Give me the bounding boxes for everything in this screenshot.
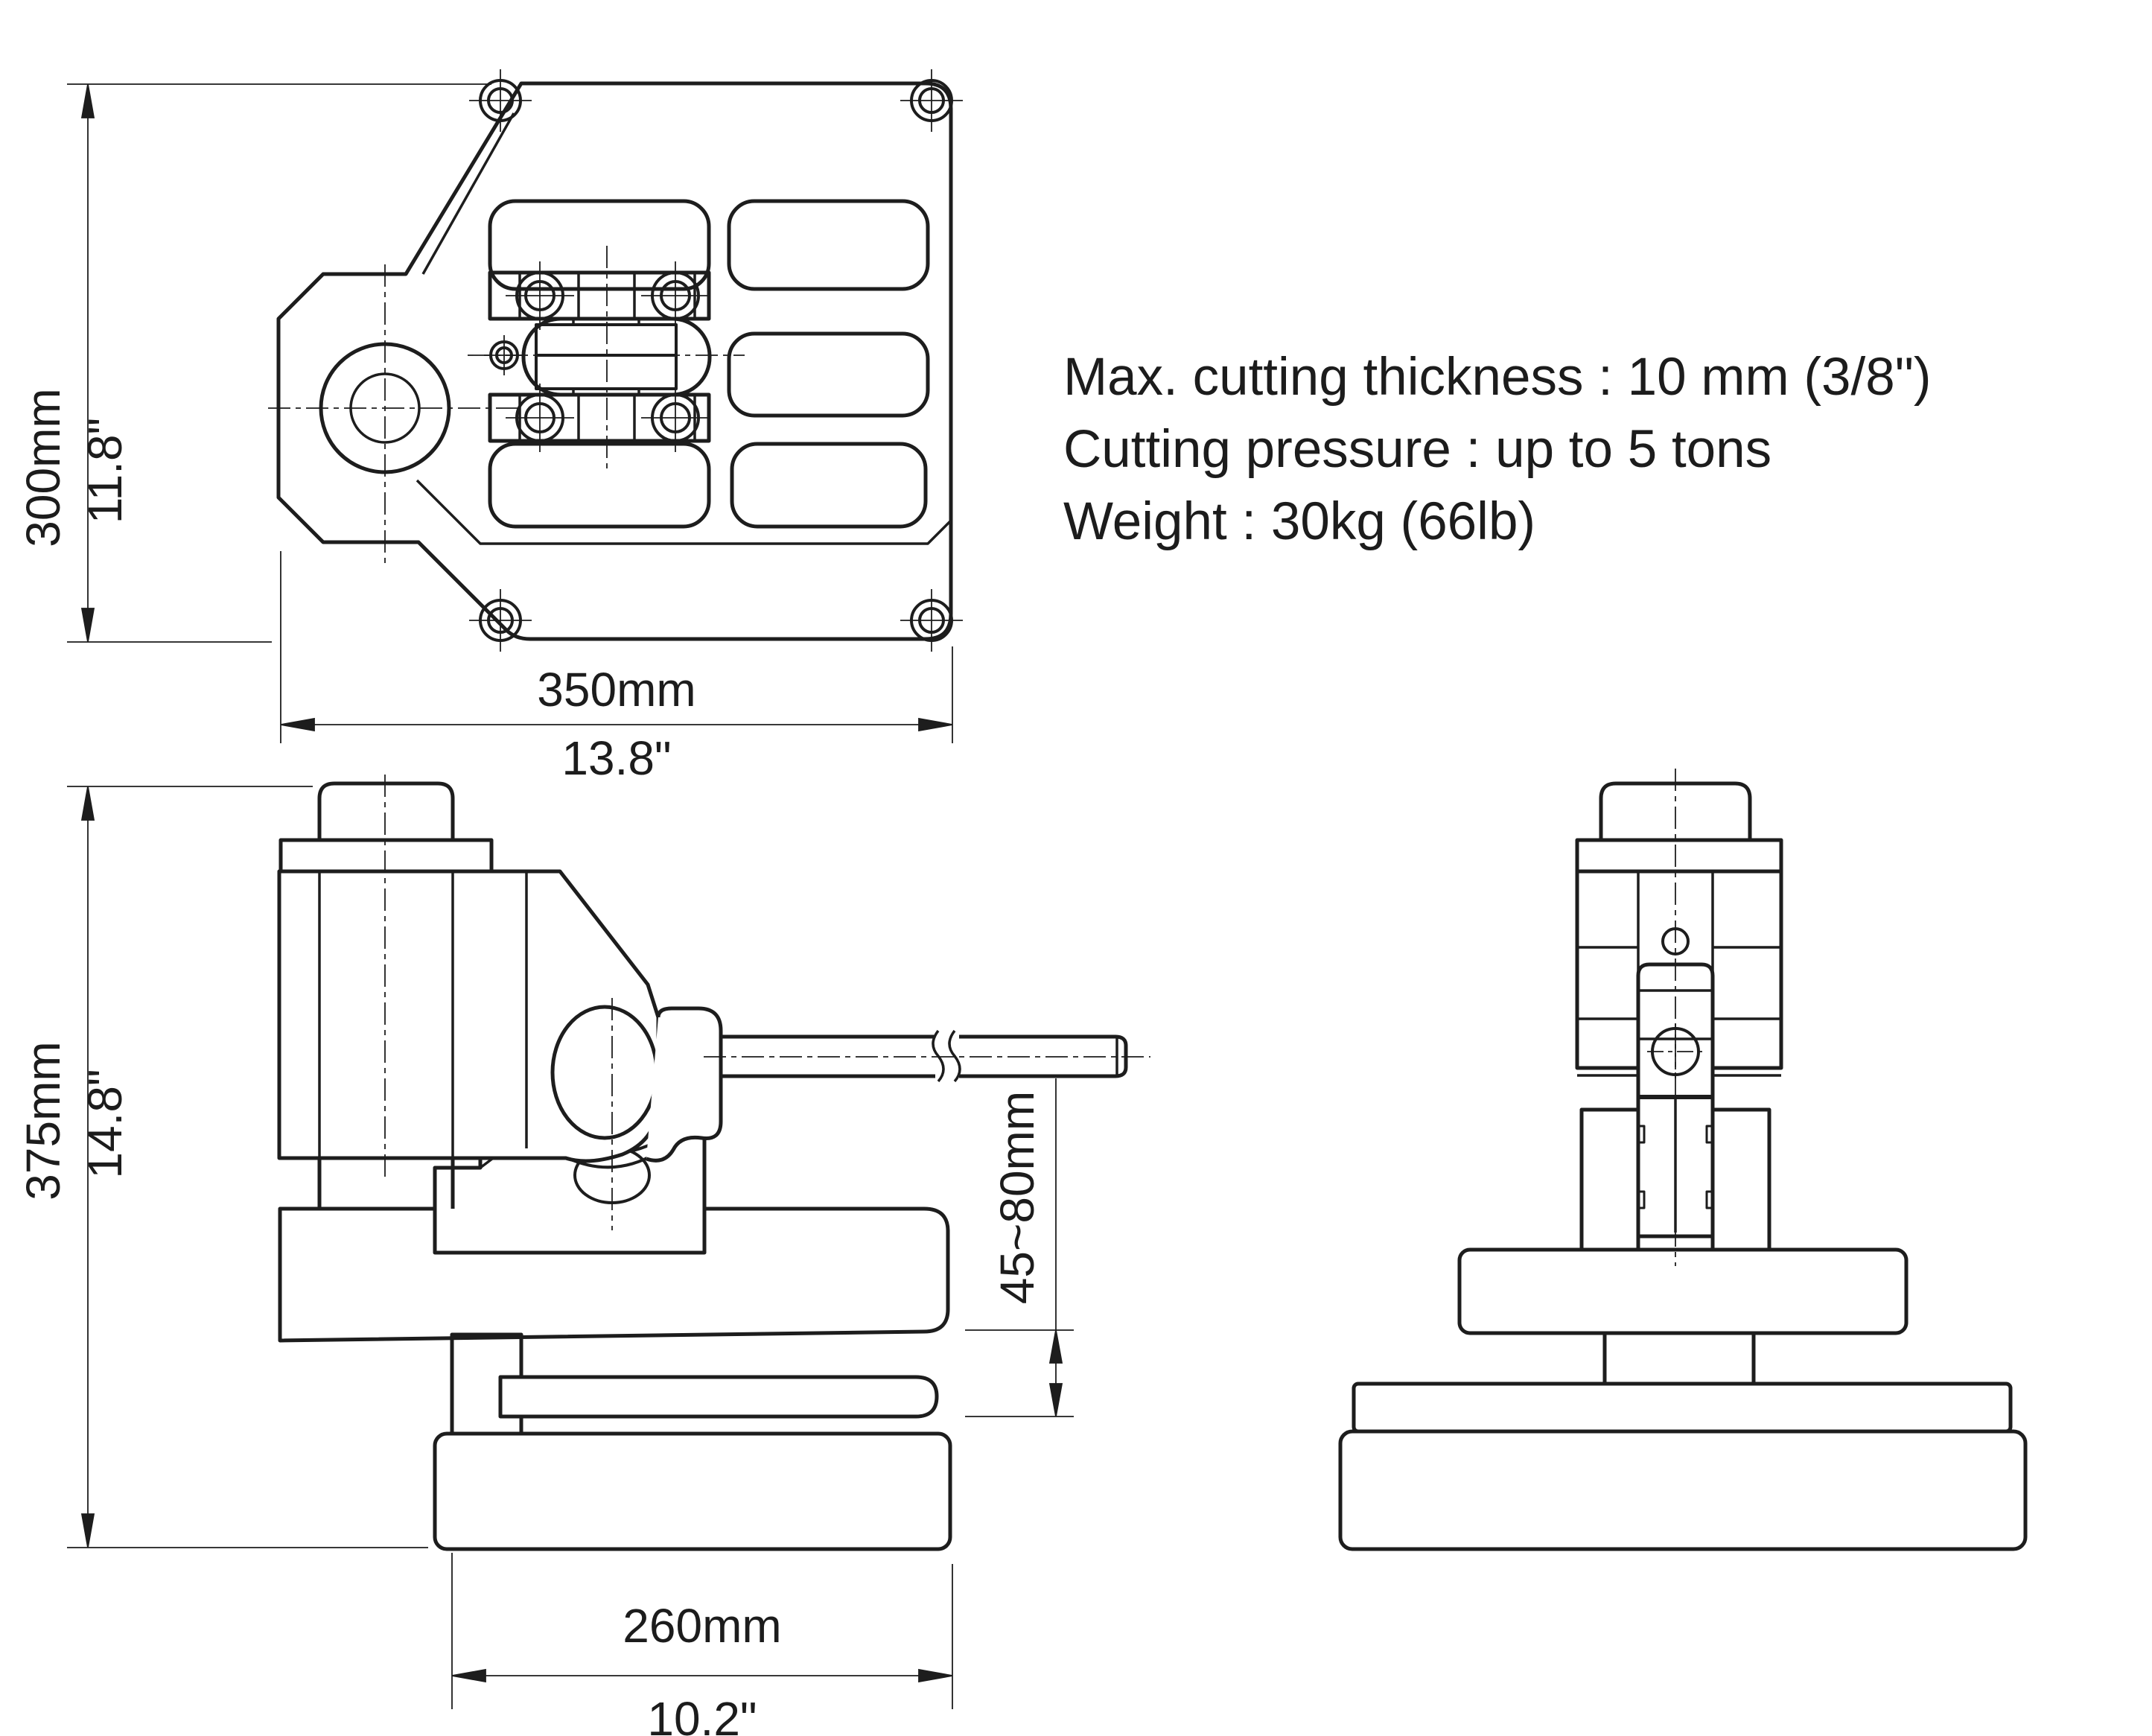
pocket-lower-left [488,442,711,529]
front-body [277,869,660,1163]
dim-label-gap: 45~80mm [990,1091,1044,1304]
dim-label-10-2in: 10.2" [647,1692,757,1736]
spec-line-weight: Weight : 30kg (66lb) [1063,492,1535,551]
side-block-left [1579,1107,1640,1252]
dim-top-height [67,83,491,643]
spec-line-pressure: Cutting pressure : up to 5 tons [1063,420,1771,479]
front-middle-plate [498,1375,939,1419]
side-base [1338,1429,2028,1551]
dim-label-13-8in: 13.8" [561,731,671,785]
front-handle-boss [646,1006,723,1163]
dimension-annotations [67,83,1074,1709]
dim-label-350mm: 350mm [537,663,695,716]
dim-label-260mm: 260mm [623,1599,781,1653]
side-block-right [1710,1107,1771,1252]
dim-gap [965,1078,1074,1417]
clamp-side-screw [484,335,524,375]
top-view [268,68,964,653]
dim-front-height [67,786,428,1548]
handle-rod [721,1029,1128,1083]
dim-label-375mm: 375mm [16,1041,70,1200]
pocket-middle-right [727,331,930,418]
corner-screws [468,68,964,653]
front-cap [317,781,455,840]
pocket-lower-right [730,442,928,529]
blade-clamp [484,260,712,454]
side-arm [1457,1247,1909,1335]
side-flange [1575,838,1783,874]
dim-label-300mm: 300mm [16,388,70,547]
dim-label-11-8in: 11.8" [78,418,132,524]
side-view [1338,769,2028,1551]
spec-text-block: Max. cutting thickness : 10 mm (3/8") Cu… [1063,348,1932,551]
pocket-upper-left [488,199,711,291]
side-middle-plate [1352,1382,2013,1434]
pocket-upper-right [727,199,930,291]
dim-top-width [280,551,953,743]
side-column [1602,1331,1756,1386]
front-flange [278,838,494,874]
front-base [433,1431,952,1551]
front-view [277,775,1150,1551]
top-view-plate-outline [276,81,953,641]
spec-line-max-thickness: Max. cutting thickness : 10 mm (3/8") [1063,348,1932,407]
dim-label-14-8in: 14.8" [78,1069,132,1178]
dim-base-width [451,1553,953,1709]
